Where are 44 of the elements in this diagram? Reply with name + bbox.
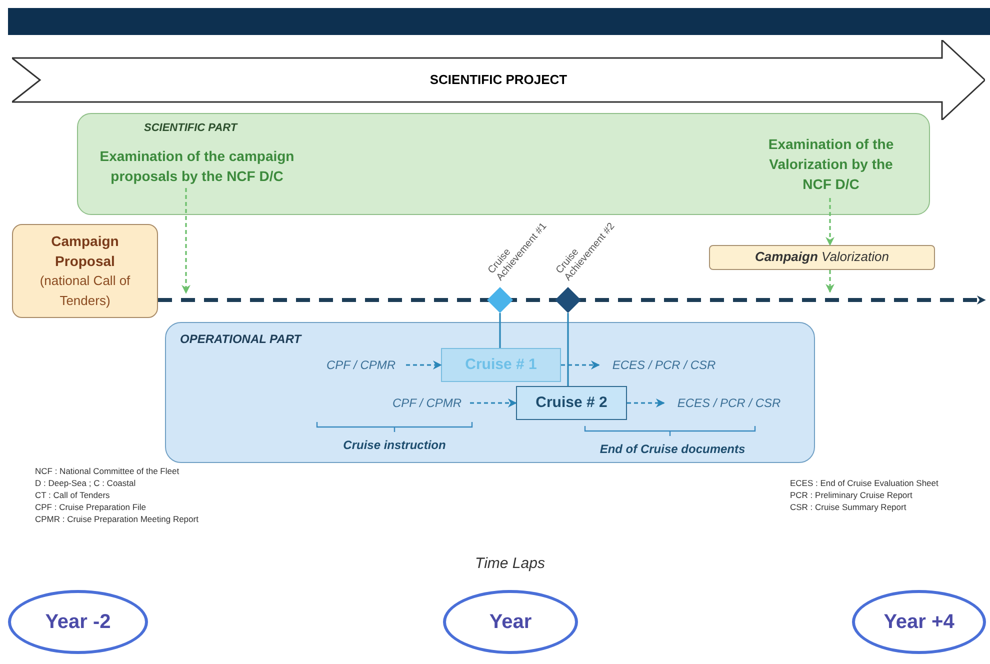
arrow [826, 270, 834, 293]
arrow [826, 198, 834, 246]
bracket-caption: End of Cruise documents [598, 442, 746, 456]
cruise-box: Cruise # 1 [441, 348, 561, 382]
abbreviation-note: D : Deep-Sea ; C : Coastal [35, 478, 136, 488]
box-text: (national Call of Tenders) [38, 272, 132, 310]
abbreviation-note: ECES : End of Cruise Evaluation Sheet [790, 478, 938, 488]
abbreviation-note: CT : Call of Tenders [35, 490, 110, 500]
abbreviation-note: PCR : Preliminary Cruise Report [790, 490, 912, 500]
box-heading: Campaign Proposal [50, 232, 120, 271]
connector-line [499, 313, 501, 348]
section-heading: SCIENTIFIC PART [144, 122, 238, 134]
year-ellipse: Year [443, 590, 578, 654]
abbreviation-note: CPF : Cruise Preparation File [35, 502, 146, 512]
abbreviation-note: NCF : National Committee of the Fleet [35, 466, 180, 476]
arrow [182, 188, 190, 294]
document-text: CPF / CPMR [316, 354, 406, 376]
cruise-box: Cruise # 2 [516, 386, 627, 420]
abbreviation-note: CSR : Cruise Summary Report [790, 502, 906, 512]
band-label: SCIENTIFIC PROJECT [428, 72, 568, 87]
step-text: Examination of the campaign proposals by the NCF D/C [83, 146, 311, 188]
connector-line [567, 313, 569, 386]
bracket-caption: Cruise instruction [342, 438, 447, 452]
step-text: Examination of the Valorization by the NCF D/C [756, 134, 906, 198]
arrow [627, 398, 665, 408]
valorization-box: Campaign Valorization [709, 245, 935, 270]
section-panel [77, 113, 930, 215]
arrow [406, 360, 442, 370]
abbreviation-note: CPMR : Cruise Preparation Meeting Report [35, 514, 198, 524]
section-heading: OPERATIONAL PART [180, 332, 302, 346]
section-panel [165, 322, 815, 463]
document-text: CPF / CPMR [384, 392, 470, 414]
axis-title: Time Laps [474, 555, 546, 572]
arrow [158, 296, 986, 304]
document-text: ECES / PCR / CSR [664, 392, 794, 414]
year-ellipse: Year -2 [8, 590, 148, 654]
proposal-box [12, 224, 158, 318]
project-arrow-band [12, 40, 985, 120]
milestone-diamond [487, 287, 513, 313]
arrow [470, 398, 517, 408]
year-ellipse: Year +4 [852, 590, 986, 654]
arrow [561, 360, 600, 370]
milestone-diamond [555, 287, 581, 313]
document-text: ECES / PCR / CSR [599, 354, 729, 376]
